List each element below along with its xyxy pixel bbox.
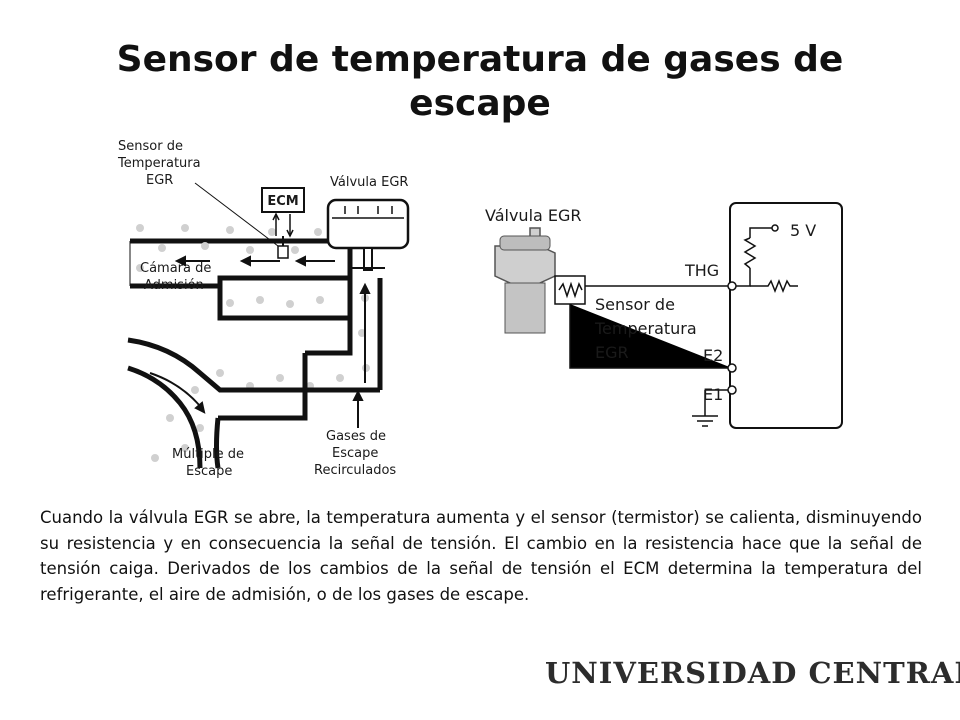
left-sensor-label-1: Sensor de — [118, 139, 183, 154]
slide-title: Sensor de temperatura de gases de escape — [116, 39, 844, 124]
manifold-label-2: Escape — [186, 464, 232, 479]
university-logo: UNIVERSIDAD CENTRAL — [535, 640, 960, 706]
university-logo-text: UNIVERSIDAD CENTRAL — [545, 656, 960, 690]
thg-label: THG — [684, 261, 719, 280]
voltage-label: 5 V — [790, 221, 816, 240]
chamber-label-1: Cámara de — [140, 261, 211, 276]
right-sensor-label-1: Sensor de — [595, 295, 675, 314]
left-valve-label: Válvula EGR — [330, 175, 408, 190]
egr-sensor-figure: ECM Sensor de Temperatura EGR Válvula EG… — [100, 128, 860, 488]
left-sensor-label-2: Temperatura — [117, 156, 201, 171]
chamber-label-2: Admisión — [144, 278, 204, 293]
sensor-circuit-diagram: Válvula EGR 5 V THG Sensor de Temperatur… — [485, 202, 843, 429]
slide-body-text: Cuando la válvula EGR se abre, la temper… — [40, 508, 922, 604]
right-sensor-label-3: EGR — [595, 343, 629, 362]
gases-label-1: Gases de — [326, 429, 386, 444]
e1-label: E1 — [703, 385, 723, 404]
manifold-label-1: Múltiple de — [172, 447, 244, 462]
gases-label-3: Recirculados — [314, 463, 396, 478]
left-sensor-label-3: EGR — [146, 173, 173, 188]
right-sensor-label-2: Temperatura — [594, 319, 697, 338]
gases-label-2: Escape — [332, 446, 378, 461]
ecm-label: ECM — [267, 194, 298, 209]
e2-label: E2 — [703, 346, 723, 365]
right-valve-label: Válvula EGR — [485, 206, 582, 225]
intake-exhaust-diagram: ECM Sensor de Temperatura EGR Válvula EG… — [117, 139, 410, 479]
